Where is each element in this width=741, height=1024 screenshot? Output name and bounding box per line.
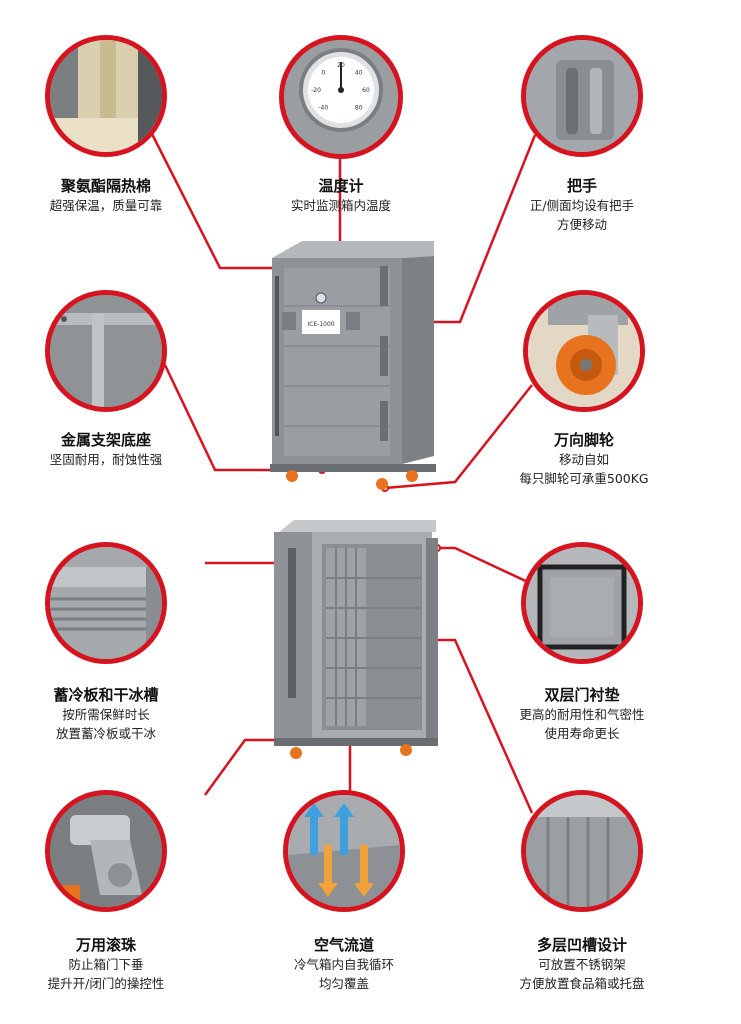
thermometer-circle: -40 -20 0 20 40 60 80	[279, 35, 403, 159]
feature-desc: 坚固耐用，耐蚀性强	[49, 452, 163, 467]
ice-slot-rails-icon	[50, 547, 162, 659]
feature-desc: 放置蓄冷板或干冰	[55, 726, 156, 741]
feature-door-gasket: 双层门衬垫 更高的耐用性和气密性 使用寿命更长	[467, 685, 697, 743]
label-plate-text: ICE-1000	[307, 321, 334, 328]
foam-insulation-circle	[45, 35, 167, 157]
feature-desc: 冷气箱内自我循环	[293, 957, 394, 972]
feature-desc: 正/侧面均设有把手	[529, 198, 635, 213]
thermometer-dial-icon: -40 -20 0 20 40 60 80	[284, 40, 398, 154]
feature-title: 聚氨酯隔热棉	[60, 177, 151, 195]
feature-desc: 每只脚轮可承重500KG	[519, 471, 649, 486]
feature-desc: 使用寿命更长	[544, 726, 620, 741]
feature-door-roller: 万用滚珠 防止箱门下垂 提升开/闭门的操控性	[0, 935, 221, 993]
feature-handle: 把手 正/侧面均设有把手 方便移动	[467, 176, 697, 234]
thermometer-tick-label: 80	[355, 105, 363, 112]
feature-thermometer: 温度计 实时监测箱内温度	[226, 176, 456, 215]
foam-insulation-icon	[50, 40, 162, 152]
metal-frame-circle	[45, 290, 167, 412]
feature-title: 空气流道	[313, 936, 374, 954]
feature-multi-groove: 多层凹槽设计 可放置不锈钢架 方便放置食品箱或托盘	[467, 935, 697, 993]
feature-title: 多层凹槽设计	[536, 936, 627, 954]
feature-desc: 按所需保鲜时长	[62, 707, 150, 722]
leader-gasket	[437, 546, 531, 585]
feature-foam: 聚氨酯隔热棉 超强保温，质量可靠	[0, 176, 221, 215]
feature-title: 万向脚轮	[553, 431, 614, 449]
metal-frame-icon	[50, 295, 162, 407]
feature-desc: 防止箱门下垂	[68, 957, 144, 972]
feature-desc: 实时监测箱内温度	[290, 198, 391, 213]
airflow-circle	[283, 790, 405, 912]
airflow-arrows-icon	[288, 795, 400, 907]
leader-caster	[384, 384, 533, 490]
thermometer-tick-label: -20	[311, 87, 321, 94]
feature-title: 把手	[566, 177, 597, 195]
door-roller-circle	[45, 790, 167, 912]
feature-title: 双层门衬垫	[544, 686, 620, 704]
feature-airflow: 空气流道 冷气箱内自我循环 均匀覆盖	[229, 935, 459, 993]
feature-desc: 方便移动	[556, 217, 607, 232]
leader-foam	[148, 129, 282, 270]
feature-desc: 更高的耐用性和气密性	[519, 707, 645, 722]
thermometer-tick-label: 20	[337, 62, 345, 69]
thermometer-tick-label: -40	[318, 105, 328, 112]
feature-desc: 提升开/闭门的操控性	[47, 976, 165, 991]
door-roller-hinge-icon	[50, 795, 162, 907]
thermometer-tick-label: 0	[321, 69, 325, 76]
multi-groove-wall-icon	[526, 795, 638, 907]
feature-title: 万用滚珠	[75, 936, 136, 954]
feature-desc: 超强保温，质量可靠	[49, 198, 163, 213]
feature-caster: 万向脚轮 移动自如 每只脚轮可承重500KG	[469, 430, 699, 488]
door-gasket-circle	[521, 542, 643, 664]
feature-desc: 移动自如	[558, 452, 609, 467]
feature-metal-frame: 金属支架底座 坚固耐用，耐蚀性强	[0, 430, 221, 469]
feature-title: 蓄冷板和干冰槽	[53, 686, 159, 704]
closed-cabinet-image: ICE-1000	[270, 241, 436, 490]
handle-circle	[521, 35, 643, 157]
groove-wall-circle	[521, 790, 643, 912]
feature-title: 金属支架底座	[60, 431, 151, 449]
caster-circle	[523, 290, 645, 412]
feature-desc: 均匀覆盖	[318, 976, 369, 991]
ice-slot-circle	[45, 542, 167, 664]
feature-title: 温度计	[318, 177, 364, 195]
open-cabinet-image	[274, 520, 438, 759]
feature-desc: 方便放置食品箱或托盘	[519, 976, 645, 991]
recessed-handle-icon	[526, 40, 638, 152]
door-gasket-icon	[526, 547, 638, 659]
thermometer-tick-label: 40	[355, 69, 363, 76]
feature-ice-slot: 蓄冷板和干冰槽 按所需保鲜时长 放置蓄冷板或干冰	[0, 685, 221, 743]
feature-desc: 可放置不锈钢架	[538, 957, 626, 972]
caster-wheel-icon	[528, 295, 640, 407]
thermometer-tick-label: 60	[362, 87, 370, 94]
